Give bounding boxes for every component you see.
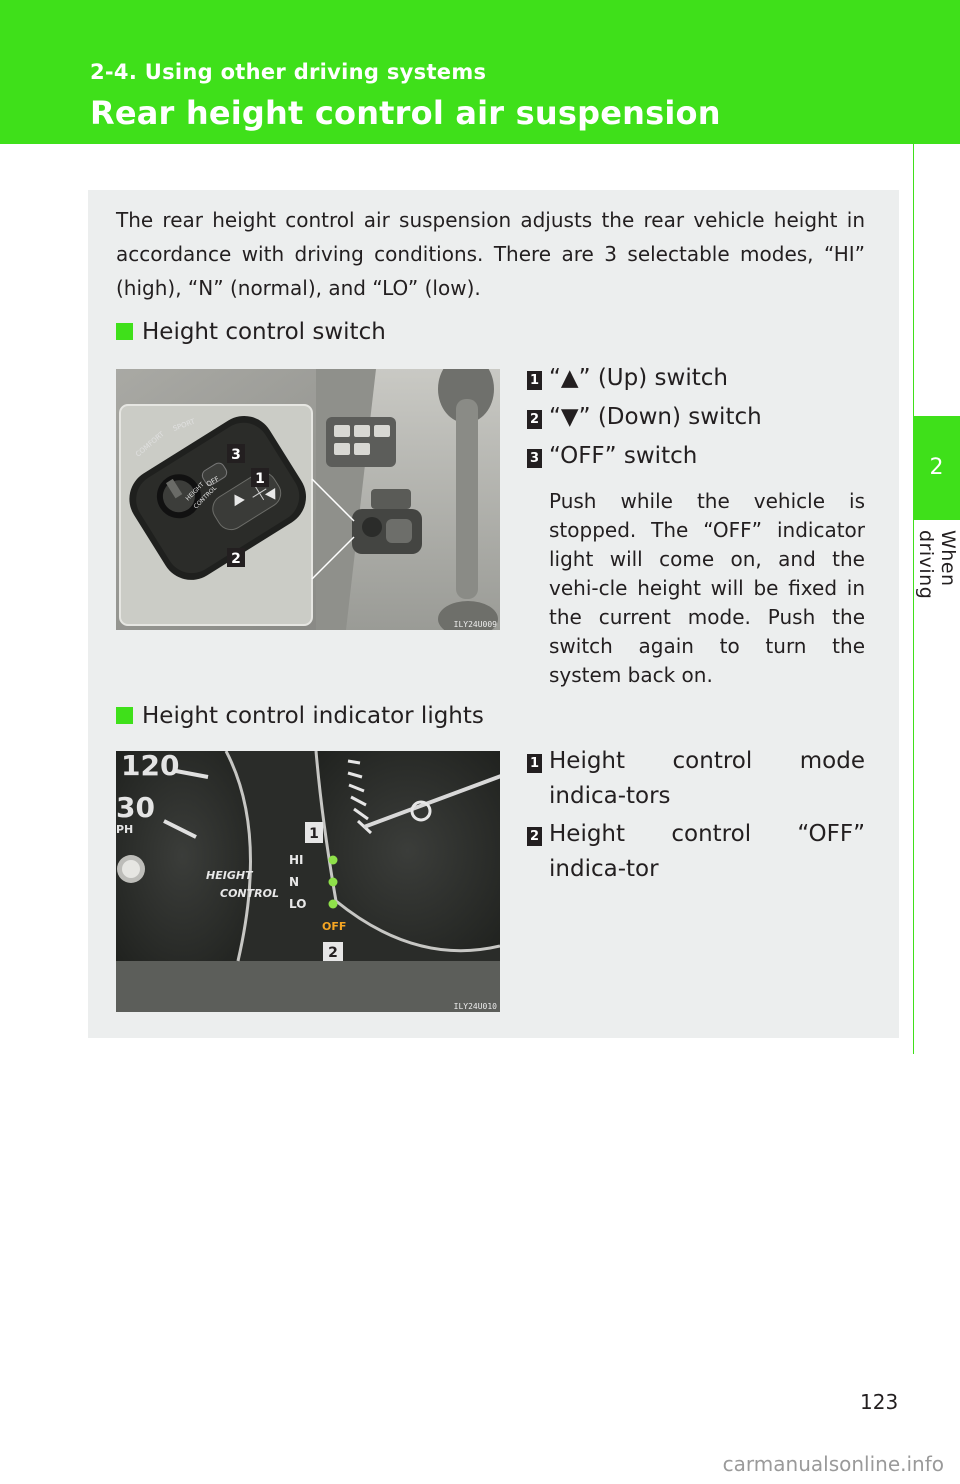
image-callout-2 xyxy=(227,548,245,567)
callout-number-2: 2 xyxy=(527,827,542,846)
indicator-hi-light xyxy=(328,855,338,865)
indicator-n-light xyxy=(328,877,338,887)
subheading-height-control-switch: Height control switch xyxy=(116,319,386,345)
side-tab-line xyxy=(913,144,914,1054)
chapter-side-tab: 2 When driving xyxy=(913,144,960,1484)
image-callout-1-text: 1 xyxy=(255,471,265,487)
callout-up-switch: “▲” (Up) switch xyxy=(549,365,728,391)
callout-number-2: 2 xyxy=(527,410,542,429)
chapter-header xyxy=(0,0,960,144)
watermark[interactable]: carmanualsonline.info xyxy=(722,1452,944,1476)
indicator-lo-label: LO xyxy=(289,897,306,911)
chapter-number-tab[interactable]: 2 xyxy=(913,416,960,520)
gauge-speed-30: 30 xyxy=(116,791,155,824)
page-number: 123 xyxy=(860,1390,899,1414)
image-callout-1 xyxy=(251,468,269,487)
image-code: ILY24U009 xyxy=(454,620,498,629)
subheading-indicator-lights: Height control indicator lights xyxy=(116,703,484,729)
image-callout-3 xyxy=(227,444,245,463)
control-text: CONTROL xyxy=(220,887,279,900)
height-control-switch-image: COMFORT SPORT OFF HEIGHT CONTROL 3 1 2 I… xyxy=(116,369,500,630)
image-code: ILY24U010 xyxy=(454,1002,498,1011)
callout-off-switch: “OFF” switch xyxy=(549,443,698,469)
chapter-label: When driving xyxy=(915,530,959,600)
off-switch-note: Push while the vehicle is stopped. The “… xyxy=(549,489,865,687)
callout-number-3: 3 xyxy=(527,449,542,468)
intro-paragraph: The rear height control air suspension a… xyxy=(116,208,865,300)
image-callout-3-text: 3 xyxy=(231,447,241,463)
callout-off-indicator: Height control “OFF” indica-tor xyxy=(549,821,865,882)
image-callout-2-text: 2 xyxy=(328,945,338,961)
image-callout-2-text: 2 xyxy=(231,551,241,567)
page-title: Rear height control air suspension xyxy=(90,94,721,132)
gauge-unit: PH xyxy=(116,823,133,836)
image-callout-2 xyxy=(323,942,343,961)
subheading-text: Height control indicator lights xyxy=(142,703,484,729)
heading-square-icon xyxy=(116,323,133,340)
indicator-lo-light xyxy=(328,899,338,909)
image-callout-1-text: 1 xyxy=(309,826,319,842)
callout-number-1: 1 xyxy=(527,371,542,390)
subheading-text: Height control switch xyxy=(142,319,386,345)
indicator-lights-image: 120 30 PH HEIGHT CONTROL HI N LO OFF 1 2… xyxy=(116,751,500,1012)
gauge-speed-120: 120 xyxy=(121,751,179,782)
indicator-hi-label: HI xyxy=(289,853,304,867)
section-label: 2-4. Using other driving systems xyxy=(90,60,487,84)
heading-square-icon xyxy=(116,707,133,724)
callout-number-1: 1 xyxy=(527,754,542,773)
callout-mode-indicators: Height control mode indica-tors xyxy=(549,748,865,809)
indicator-off-light: OFF xyxy=(322,920,346,933)
indicator-n-label: N xyxy=(289,875,299,889)
callout-down-switch: “▼” (Down) switch xyxy=(549,404,762,430)
height-text: HEIGHT xyxy=(206,869,254,882)
image-callout-1 xyxy=(305,822,323,843)
